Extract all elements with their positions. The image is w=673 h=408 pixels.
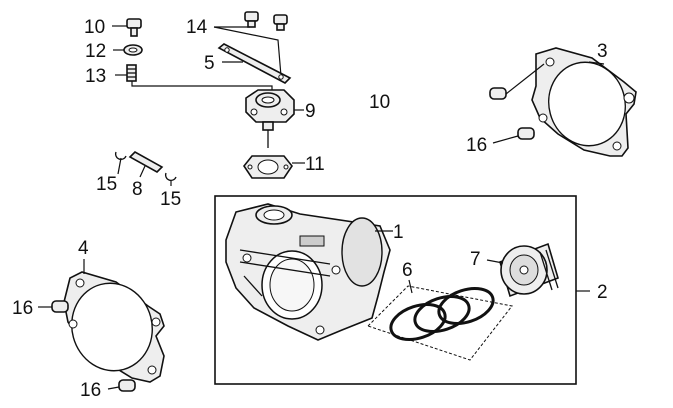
callout-label: 11	[305, 154, 325, 175]
piston-part	[499, 242, 559, 298]
piston-rings-part	[367, 285, 513, 361]
dowel-part	[489, 87, 535, 140]
callout-label: 14	[186, 17, 208, 38]
callout-label: 15	[96, 174, 117, 195]
washer-part	[123, 44, 143, 56]
callout-label: 10	[369, 92, 390, 113]
callout-label: 16	[80, 380, 101, 401]
strap-part	[217, 43, 292, 84]
callout-label: 6	[402, 260, 413, 281]
callout-label: 5	[204, 53, 215, 74]
callout-label: 7	[470, 249, 481, 270]
gasket-part	[243, 155, 293, 179]
callout-label: 12	[85, 41, 106, 62]
stud-part	[126, 64, 137, 82]
callout-label: 16	[466, 135, 487, 156]
callout-label: 1	[393, 222, 404, 243]
callout-label: 8	[132, 179, 143, 200]
cylinder-base-gasket-part	[63, 271, 165, 383]
callout-label: 16	[12, 298, 33, 319]
callout-label: 2	[597, 282, 608, 303]
callout-label: 3	[597, 41, 608, 62]
callout-label: 4	[78, 238, 89, 259]
bolt-part	[244, 11, 288, 31]
callout-label: 10	[84, 17, 105, 38]
callout-label: 13	[85, 66, 106, 87]
callout-label: 9	[305, 101, 316, 122]
bolt-part	[126, 18, 142, 37]
cylinder-block-part	[225, 203, 391, 341]
dowel-part	[51, 300, 136, 392]
cylinder-kit-group-box	[214, 195, 577, 385]
callout-label: 15	[160, 189, 181, 210]
piston-pin-part	[114, 151, 177, 181]
cylinder-head-gasket-part	[531, 47, 637, 157]
tensioner-part	[245, 89, 295, 148]
